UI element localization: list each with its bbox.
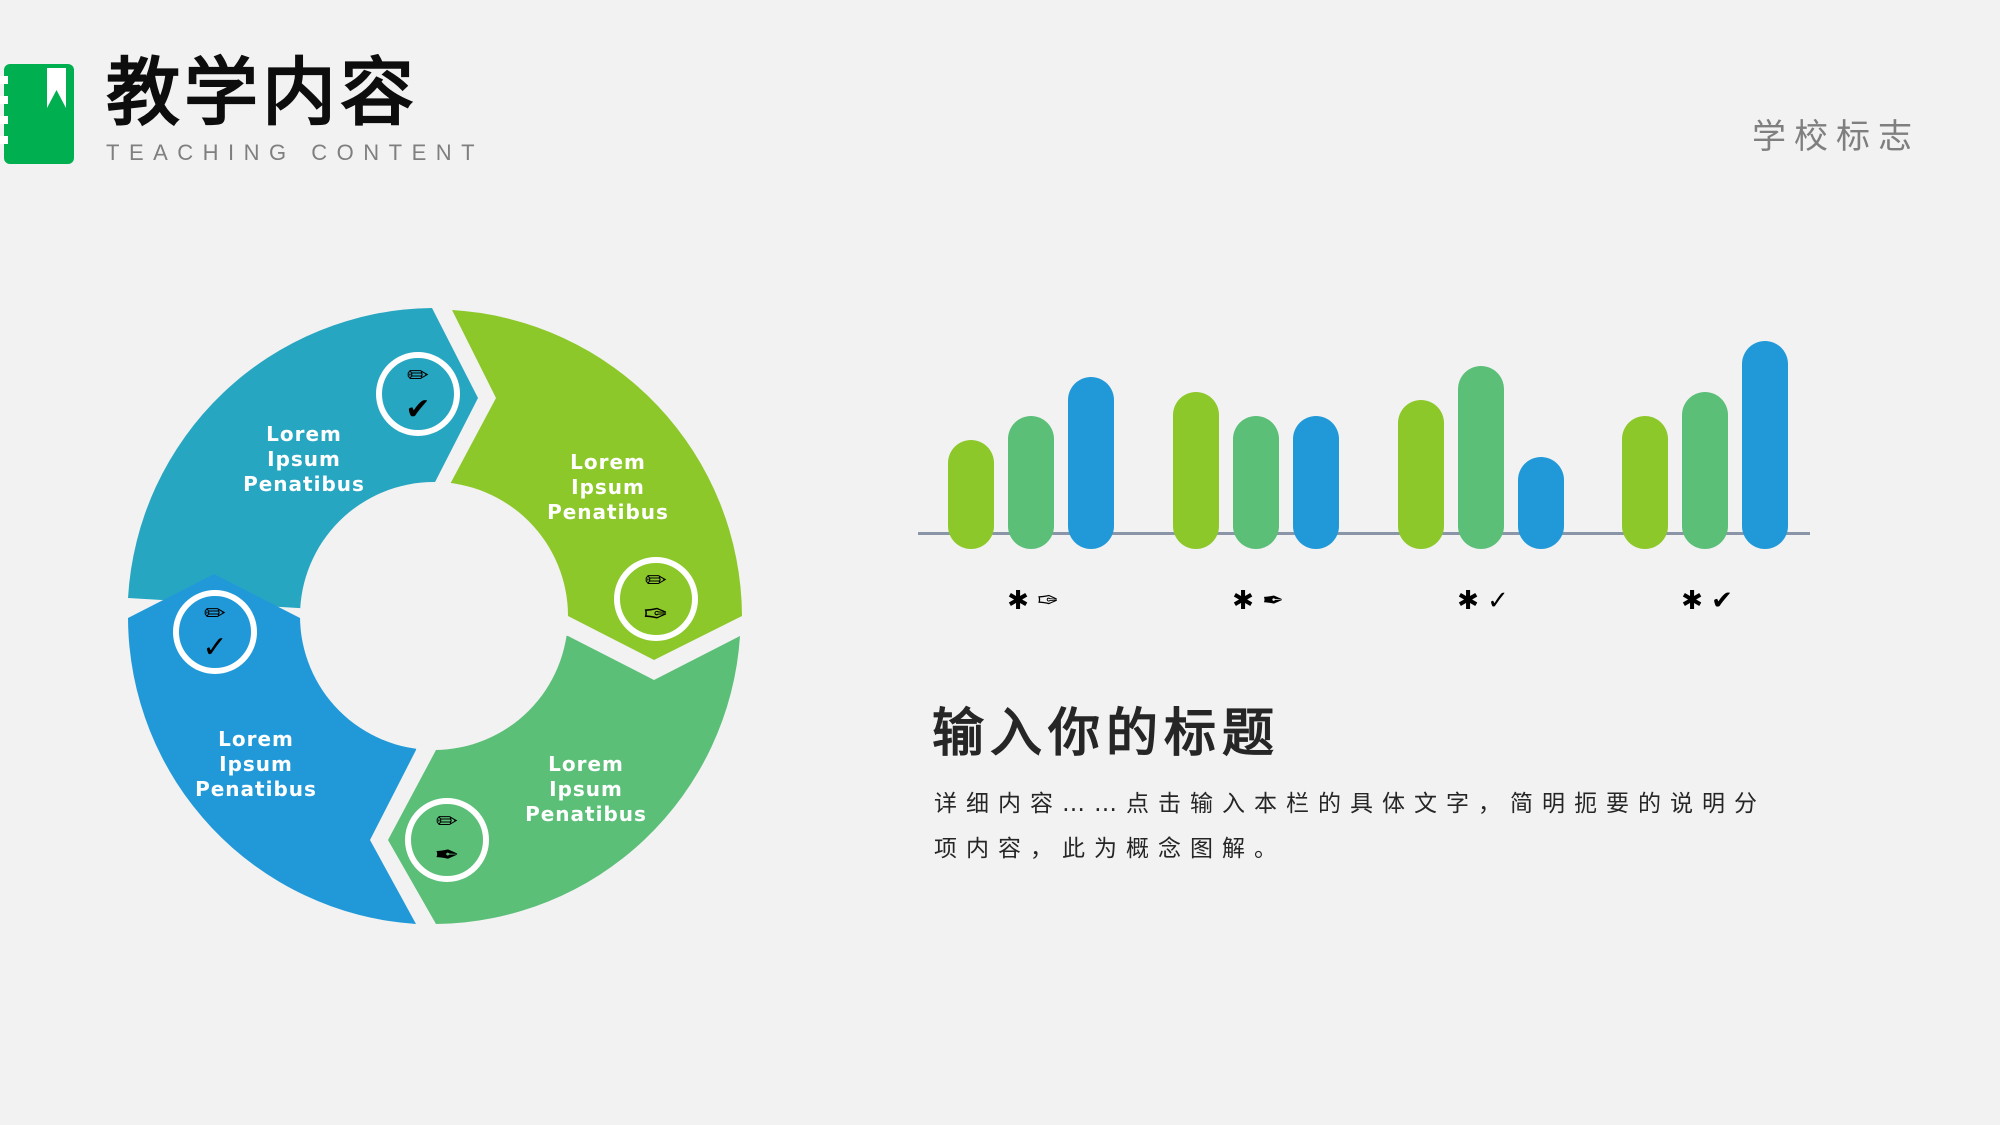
segment-label-line: Ipsum xyxy=(219,752,293,776)
segment-icon-badge-bottom-left: ✏ ✓ xyxy=(173,590,257,674)
black-nib-icon: ✒ xyxy=(434,838,460,873)
school-logo-placeholder: 学校标志 xyxy=(1752,117,1920,157)
pencil-icon: ✏ xyxy=(204,599,226,629)
category-label-asterisk-check-icon: ✱ ✓ xyxy=(1457,586,1509,616)
bar xyxy=(1233,416,1279,549)
segment-icon-badge-bottom-right: ✏ ✒ xyxy=(405,798,489,882)
segment-label-line: Lorem xyxy=(266,422,342,446)
bar-group-3 xyxy=(1398,329,1568,549)
bar xyxy=(1518,457,1564,549)
check-icon: ✓ xyxy=(202,630,228,665)
bar xyxy=(948,440,994,549)
bar-group-2 xyxy=(1173,329,1343,549)
chart-baseline xyxy=(918,532,1810,535)
segment-label-top-left: Lorem Ipsum Penatibus xyxy=(214,422,394,497)
segment-label-bottom-left: Lorem Ipsum Penatibus xyxy=(166,727,346,802)
content-body-text[interactable]: 详细内容……点击输入本栏的具体文字，简明扼要的说明分项内容，此为概念图解。 xyxy=(934,791,1766,862)
notebook-bookmark-icon xyxy=(0,64,74,164)
segment-label-line: Lorem xyxy=(218,727,294,751)
segment-icon-badge-top-left: ✏ ✔ xyxy=(376,352,460,436)
content-title[interactable]: 输入你的标题 xyxy=(932,704,1281,764)
bar xyxy=(1173,392,1219,549)
pencil-icon: ✏ xyxy=(436,807,458,837)
segment-label-line: Lorem xyxy=(570,450,646,474)
category-label-asterisk-heavy-check-icon: ✱ ✔ xyxy=(1681,586,1733,616)
segment-label-line: Ipsum xyxy=(549,777,623,801)
bar xyxy=(1008,416,1054,549)
bar xyxy=(1682,392,1728,549)
bar-chart: ✱ ✑ ✱ ✒ ✱ ✓ ✱ ✔ xyxy=(918,330,1810,630)
segment-label-line: Ipsum xyxy=(267,447,341,471)
pencil-icon: ✏ xyxy=(407,361,429,391)
segment-label-top-right: Lorem Ipsum Penatibus xyxy=(518,450,698,525)
segment-icon-badge-top-right: ✏ ✑ xyxy=(614,557,698,641)
bar xyxy=(1068,377,1114,549)
segment-label-line: Penatibus xyxy=(547,500,669,524)
page-subtitle: TEACHING CONTENT xyxy=(106,140,485,165)
bar-group-1 xyxy=(948,329,1118,549)
segment-label-line: Penatibus xyxy=(243,472,365,496)
category-label-asterisk-black-nib-icon: ✱ ✒ xyxy=(1232,586,1284,616)
bar xyxy=(1622,416,1668,549)
page-title: 教学内容 xyxy=(106,50,418,136)
segment-label-line: Penatibus xyxy=(195,777,317,801)
bar xyxy=(1458,366,1504,549)
segment-label-bottom-right: Lorem Ipsum Penatibus xyxy=(496,752,676,827)
bar xyxy=(1398,400,1444,549)
bar-group-4 xyxy=(1622,329,1792,549)
category-label-asterisk-white-nib-icon: ✱ ✑ xyxy=(1007,586,1059,616)
bar xyxy=(1293,416,1339,549)
segment-label-line: Lorem xyxy=(548,752,624,776)
heavy-check-icon: ✔ xyxy=(405,392,431,427)
white-nib-icon: ✑ xyxy=(643,597,669,632)
segment-label-line: Penatibus xyxy=(525,802,647,826)
bar xyxy=(1742,341,1788,549)
pencil-icon: ✏ xyxy=(645,566,667,596)
segment-label-line: Ipsum xyxy=(571,475,645,499)
